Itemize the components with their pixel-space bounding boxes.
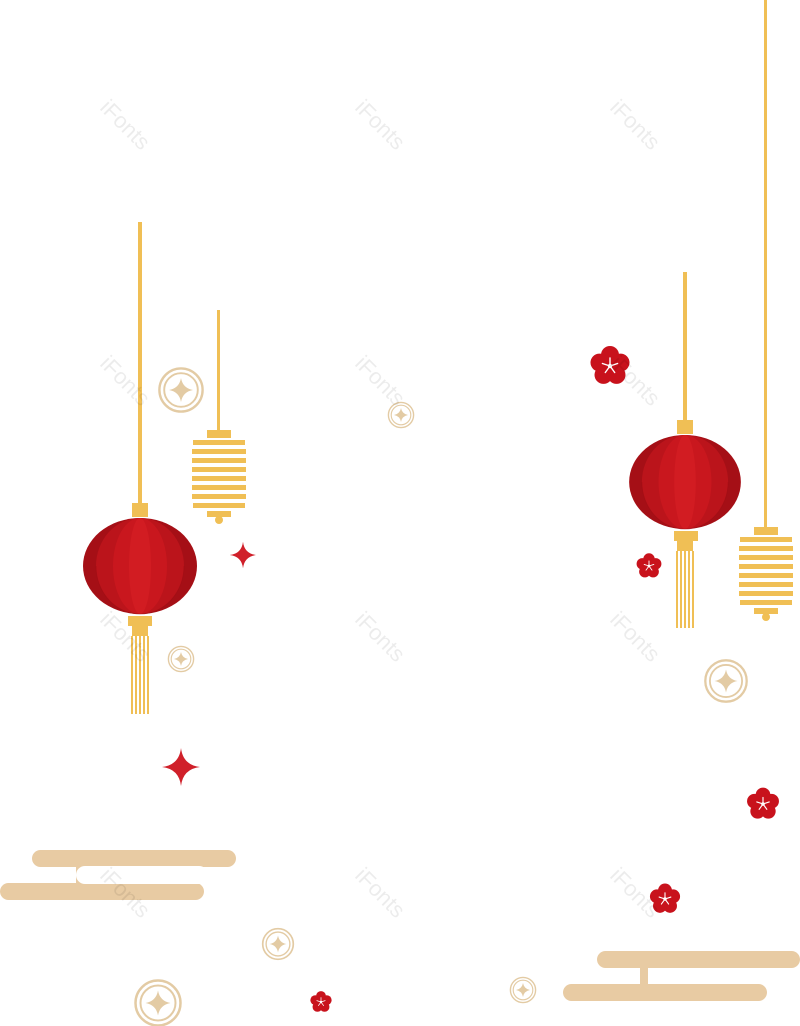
coin-4: [704, 659, 748, 703]
coin-3: [167, 645, 195, 673]
cloud-right: [563, 951, 800, 1001]
red-lantern-left: [82, 222, 198, 714]
coin-5: [261, 927, 295, 961]
plum-blossom-4: [649, 883, 681, 914]
cloud-left: [0, 850, 236, 900]
red-lantern-right: [628, 272, 742, 628]
coin-7: [509, 976, 537, 1004]
coin-2: [387, 401, 415, 429]
coin-6: [134, 979, 182, 1026]
plum-blossom-2: [636, 552, 662, 578]
plum-blossom-1: [589, 345, 631, 385]
coin-1: [158, 367, 204, 413]
sparkle-large: [162, 748, 200, 786]
gold-lantern-right: [739, 0, 793, 621]
gold-lantern-left: [192, 310, 246, 524]
sparkle-small: [229, 541, 257, 569]
plum-blossom-3: [746, 787, 780, 820]
plum-blossom-5: [309, 990, 333, 1013]
